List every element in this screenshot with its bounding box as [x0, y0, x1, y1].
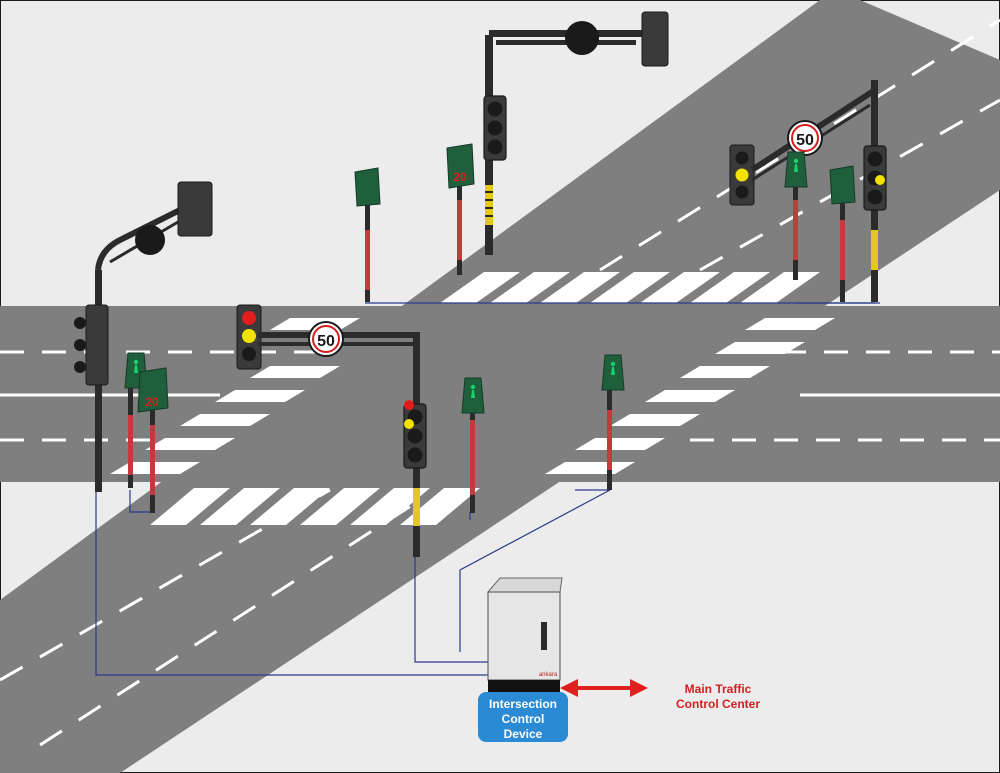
- pedestrian-signal-back-right-2: [829, 165, 856, 302]
- speed-limit-text-front: 50: [317, 333, 335, 350]
- pedestrian-signal-back-center: 20: [446, 143, 475, 275]
- traffic-signal-front-left: 50: [236, 304, 427, 557]
- controller-label-line-3: Device: [504, 727, 543, 741]
- traffic-signal-left: [74, 181, 213, 492]
- cabinet-brand: ankara: [539, 672, 558, 678]
- center-label-line-2: Control Center: [676, 697, 760, 711]
- pedestrian-signal-left-1: [124, 352, 148, 488]
- pedestrian-signal-back-left: [354, 167, 381, 302]
- control-wiring: [95, 302, 880, 676]
- controller-label-line-2: Control: [502, 712, 545, 726]
- traffic-signal-top-center: [483, 11, 669, 255]
- pedestrian-signal-right: [601, 354, 625, 490]
- pedestrian-countdown-back: 20: [453, 170, 467, 184]
- pedestrian-signal-left-2: 20: [137, 367, 169, 513]
- controller-label-line-1: Intersection: [489, 697, 557, 711]
- speed-limit-text-back: 50: [796, 132, 814, 149]
- pedestrian-signal-back-right-1: [784, 151, 808, 280]
- traffic-signal-back-right: 50: [729, 80, 887, 302]
- pedestrian-countdown-left: 20: [145, 395, 159, 409]
- crosswalk-bottom: [150, 488, 480, 525]
- crosswalk-top: [440, 272, 820, 303]
- intersection-control-cabinet: ankara: [486, 577, 563, 692]
- center-label-line-1: Main Traffic: [685, 682, 752, 696]
- crosswalk-right: [545, 318, 835, 474]
- controller-label-box: Intersection Control Device: [478, 692, 568, 742]
- communication-arrow: [560, 679, 648, 697]
- pedestrian-signal-front-right: [461, 377, 485, 513]
